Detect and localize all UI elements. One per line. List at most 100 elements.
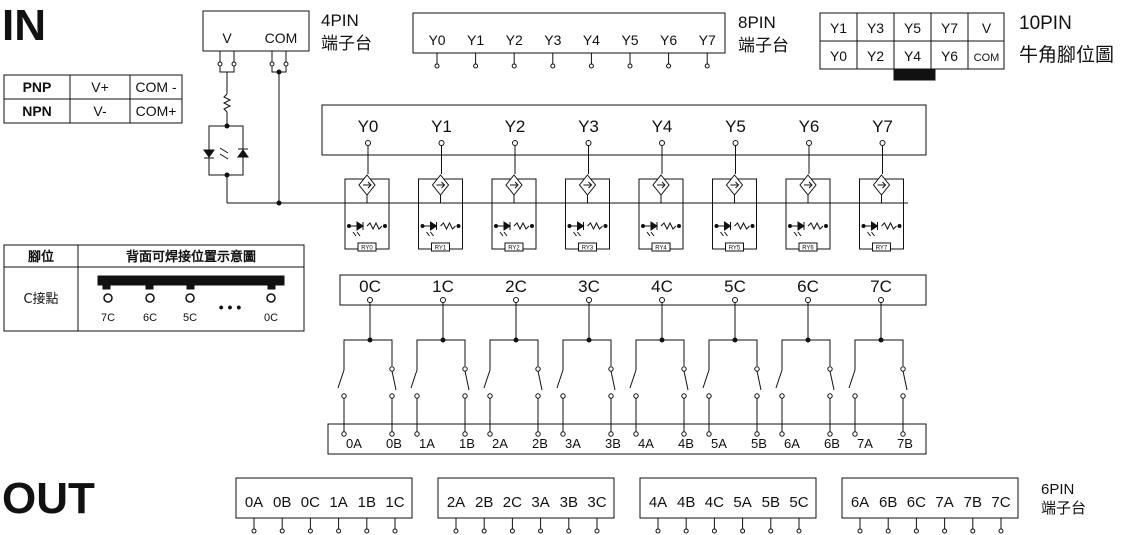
back-solder-table: 腳位 背面可焊接位置示意圖 C接點 7C 6C 5C 0C • • • — [4, 245, 304, 331]
back-pin-ellipsis: • • • — [219, 299, 242, 315]
pin8-label-y2: Y2 — [506, 32, 523, 48]
header-key-notch — [894, 69, 935, 80]
contact-label-2a: 2A — [492, 436, 508, 451]
pin8-pin-y0 — [435, 64, 439, 68]
contact-switch-4a — [630, 370, 636, 388]
contact-switch-7a — [849, 370, 855, 388]
pin8-label-y0: Y0 — [428, 32, 445, 48]
contact-label-4b: 4B — [678, 436, 694, 451]
pin8-caption-1: 8PIN — [738, 13, 776, 32]
pin10-bottom-y0: Y0 — [830, 48, 847, 64]
out-label-2b: 2B — [475, 494, 493, 511]
contact-label-7a: 7A — [857, 436, 873, 451]
out-label-2a: 2A — [447, 494, 465, 511]
input-label-y0: Y0 — [358, 117, 379, 136]
contact-label-5a: 5A — [711, 436, 727, 451]
out-label-7a: 7A — [935, 494, 953, 511]
out-label-4c: 4C — [705, 494, 724, 511]
contact-label-0b: 0B — [386, 436, 402, 451]
contact-label-0a: 0A — [346, 436, 362, 451]
out-label-1c: 1C — [385, 494, 404, 511]
pin8-pin-y7 — [705, 64, 709, 68]
out-label-1b: 1B — [358, 494, 376, 511]
npn-com: COM+ — [136, 103, 177, 119]
pin10-top-v: V — [982, 20, 992, 36]
relay-label-ry2: RY2 — [508, 246, 520, 252]
pin4-caption-1: 4PIN — [321, 11, 359, 30]
terminal-4pin: V COM 4PIN 端子台 — [203, 11, 372, 73]
pin10-caption-1: 10PIN — [1019, 13, 1072, 34]
contact-switch-0a — [338, 370, 344, 388]
contact-label-7b: 7B — [897, 436, 913, 451]
contact-label-1a: 1A — [419, 436, 435, 451]
pnp-label: PNP — [23, 79, 52, 95]
contact-switch-1a — [411, 370, 417, 388]
common-label-0c: 0C — [359, 277, 381, 296]
common-label-2c: 2C — [505, 277, 527, 296]
out-label-3c: 3C — [587, 494, 606, 511]
pin10-top-y5: Y5 — [904, 20, 921, 36]
npn-v: V- — [93, 103, 107, 119]
input-channel-header — [322, 105, 926, 155]
pin10-bottom-com: COM — [974, 52, 1000, 64]
contact-switch-2a — [484, 370, 490, 388]
relay-label-ry4: RY4 — [655, 246, 667, 252]
out-label-3a: 3A — [531, 494, 549, 511]
pin10-top-y3: Y3 — [867, 20, 884, 36]
relay-label-ry7: RY7 — [876, 246, 888, 252]
contact-label-3b: 3B — [605, 436, 621, 451]
pin10-bottom-y4: Y4 — [904, 48, 921, 64]
contact-switch-6b — [830, 371, 834, 390]
pin4-v-label: V — [222, 30, 232, 46]
c-contact-label: C接點 — [23, 291, 58, 307]
pin10-top-y7: Y7 — [941, 20, 958, 36]
relay-label-ry6: RY6 — [802, 246, 814, 252]
pin8-pin-y2 — [512, 64, 516, 68]
back-pin-5c: 5C — [183, 312, 197, 324]
pnp-v: V+ — [91, 79, 109, 95]
pin8-label-y4: Y4 — [583, 32, 600, 48]
out-label-0b: 0B — [273, 494, 291, 511]
common-label-5c: 5C — [724, 277, 746, 296]
out-label-6a: 6A — [851, 494, 869, 511]
contact-label-5b: 5B — [751, 436, 767, 451]
contact-label-6a: 6A — [784, 436, 800, 451]
pin6-caption-1: 6PIN — [1041, 481, 1074, 498]
contact-switch-6a — [776, 370, 782, 388]
contact-switch-4b — [684, 371, 688, 390]
pin8-label-y6: Y6 — [660, 32, 677, 48]
contact-switch-7b — [903, 371, 907, 390]
out-label-7b: 7B — [964, 494, 982, 511]
board-edge-bar — [98, 276, 284, 285]
pin4-caption-2: 端子台 — [321, 34, 372, 54]
pin8-label-y1: Y1 — [467, 32, 484, 48]
out-label-4a: 4A — [649, 494, 667, 511]
relay-label-ry3: RY3 — [582, 246, 594, 252]
pin8-label-y7: Y7 — [699, 32, 716, 48]
common-label-6c: 6C — [797, 277, 819, 296]
pin4-com-label: COM — [265, 30, 298, 46]
contact-label-2b: 2B — [532, 436, 548, 451]
out-label-5b: 5B — [762, 494, 780, 511]
contact-switch-2b — [538, 371, 542, 390]
contact-switch-5b — [757, 371, 761, 390]
out-label-3b: 3B — [560, 494, 578, 511]
contact-switch-3b — [611, 371, 615, 390]
pin8-label-y5: Y5 — [621, 32, 638, 48]
input-label-y2: Y2 — [505, 117, 526, 136]
input-label-y7: Y7 — [872, 117, 893, 136]
pin8-pin-y5 — [628, 64, 632, 68]
contact-label-6b: 6B — [824, 436, 840, 451]
back-table-col2-header: 背面可焊接位置示意圖 — [126, 249, 256, 265]
pin8-caption-2: 端子台 — [738, 36, 789, 56]
back-pin-7c: 7C — [101, 312, 115, 324]
input-label-y5: Y5 — [725, 117, 746, 136]
